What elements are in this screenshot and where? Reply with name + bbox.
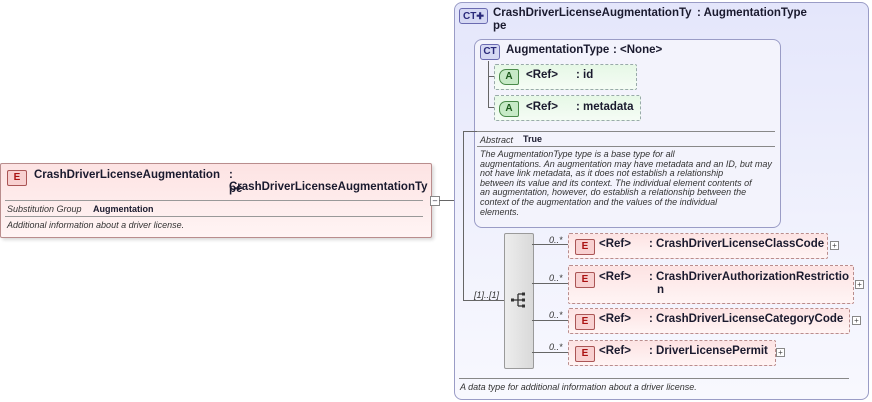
- attribute-name: : id: [576, 69, 594, 81]
- attribute-connector: [488, 61, 489, 108]
- augmentation-type-base: : <None>: [613, 44, 663, 56]
- child-connector: [532, 244, 568, 245]
- element-type-line1: : CrashDriverLicenseAugmentationTy: [229, 169, 428, 193]
- child-element-license-category-code[interactable]: E <Ref> : CrashDriverLicenseCategoryCode: [568, 308, 850, 334]
- attribute-connector: [488, 107, 498, 108]
- sequence-connector: [463, 131, 477, 132]
- attribute-ref: <Ref>: [526, 101, 558, 113]
- child-cardinality: 0..*: [549, 310, 563, 320]
- element-documentation: Additional information about a driver li…: [7, 220, 185, 230]
- sequence-icon: [511, 292, 525, 308]
- substitution-group-value: Augmentation: [93, 204, 154, 214]
- abstract-value: True: [523, 134, 543, 144]
- expand-icon[interactable]: +: [852, 316, 861, 325]
- connector-line: [439, 200, 454, 201]
- element-name: CrashDriverLicenseAugmentation: [34, 169, 220, 181]
- divider: [5, 200, 423, 201]
- child-ref: <Ref>: [599, 271, 631, 283]
- child-connector: [532, 352, 568, 353]
- child-connector: [532, 283, 568, 284]
- abstract-label: Abstract: [480, 135, 514, 145]
- augmentation-type-name: AugmentationType: [506, 44, 610, 56]
- attribute-connector: [488, 76, 498, 77]
- child-cardinality: 0..*: [549, 273, 563, 283]
- child-name: : DriverLicensePermit: [649, 345, 768, 357]
- child-element-license-class-code[interactable]: E <Ref> : CrashDriverLicenseClassCode: [568, 233, 828, 259]
- complex-type-documentation: A data type for additional information a…: [460, 382, 697, 392]
- attribute-badge-icon: A: [499, 101, 519, 117]
- attribute-badge-icon: A: [499, 69, 519, 85]
- divider: [459, 378, 849, 379]
- element-type-line2: pe: [229, 183, 243, 195]
- expand-icon[interactable]: +: [830, 241, 839, 250]
- expand-icon[interactable]: +: [776, 348, 785, 357]
- child-connector: [532, 320, 568, 321]
- sequence-cardinality: [1]..[1]: [474, 290, 500, 300]
- element-badge-icon: E: [575, 314, 595, 330]
- child-element-authorization-restriction[interactable]: E <Ref> : CrashDriverAuthorizationRestri…: [568, 265, 854, 304]
- substitution-group-label: Substitution Group: [7, 204, 82, 214]
- element-badge-icon: E: [7, 170, 27, 186]
- element-badge-icon: E: [575, 346, 595, 362]
- expand-icon[interactable]: +: [855, 280, 864, 289]
- sequence-connector: [463, 300, 504, 301]
- complex-type-base: : AugmentationType: [697, 7, 807, 19]
- attribute-metadata[interactable]: A <Ref> : metadata: [494, 95, 641, 121]
- child-name: : CrashDriverLicenseCategoryCode: [649, 313, 844, 325]
- attribute-name: : metadata: [576, 101, 634, 113]
- child-ref: <Ref>: [599, 313, 631, 325]
- divider: [477, 146, 775, 147]
- child-ref: <Ref>: [599, 238, 631, 250]
- collapse-toggle-icon[interactable]: –: [430, 196, 440, 206]
- divider: [477, 131, 775, 132]
- child-name: : CrashDriverAuthorizationRestrictio: [649, 271, 850, 283]
- child-element-driver-license-permit[interactable]: E <Ref> : DriverLicensePermit: [568, 340, 776, 366]
- child-cardinality: 0..*: [549, 235, 563, 245]
- complex-type-name-line2: pe: [493, 20, 507, 32]
- child-cardinality: 0..*: [549, 342, 563, 352]
- augmentation-type-documentation: The AugmentationType type is a base type…: [480, 149, 772, 217]
- child-name-line2: n: [657, 284, 665, 296]
- augmentation-type-badge-icon: CT: [480, 44, 500, 60]
- complex-type-name-line1: CrashDriverLicenseAugmentationTy: [493, 7, 692, 19]
- complex-type-badge-icon: CT✚: [459, 8, 488, 24]
- attribute-ref: <Ref>: [526, 69, 558, 81]
- child-name: : CrashDriverLicenseClassCode: [649, 238, 825, 250]
- element-badge-icon: E: [575, 239, 595, 255]
- child-ref: <Ref>: [599, 345, 631, 357]
- element-crash-driver-license-augmentation[interactable]: E CrashDriverLicenseAugmentation : Crash…: [0, 163, 432, 238]
- attribute-id[interactable]: A <Ref> : id: [494, 64, 637, 90]
- element-badge-icon: E: [575, 272, 595, 288]
- sequence-compositor[interactable]: [504, 233, 534, 369]
- sequence-connector: [463, 131, 464, 301]
- divider: [5, 216, 423, 217]
